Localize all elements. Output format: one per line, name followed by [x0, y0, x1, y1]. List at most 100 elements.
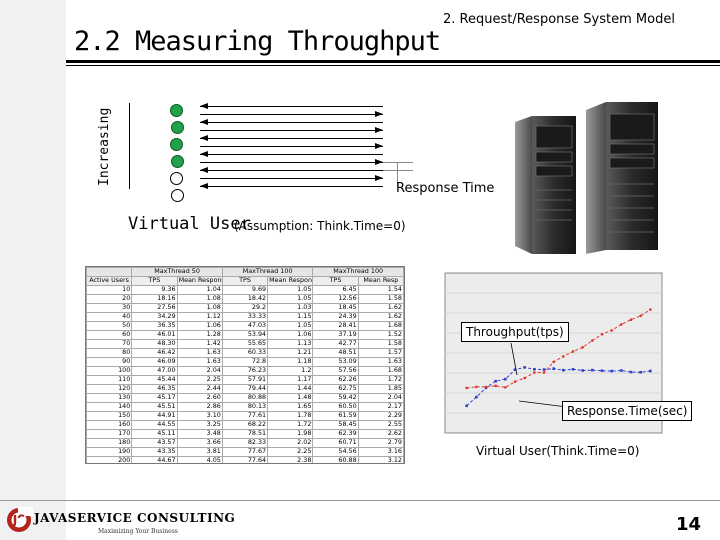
response-time-point [504, 386, 507, 389]
throughput-point [513, 368, 517, 371]
footer-rule [0, 500, 720, 501]
table-cell: 1.2 [267, 366, 314, 376]
table-cell: 1.78 [267, 411, 314, 421]
table-cell: 50 [86, 321, 133, 331]
throughput-point [591, 368, 594, 372]
table-cell: 1.04 [176, 285, 223, 295]
table-cell: 1.06 [267, 330, 314, 340]
table-cell: 1.08 [176, 294, 223, 304]
throughput-point [533, 367, 536, 371]
response-time-marker-top [383, 162, 413, 163]
table-cell: 60 [86, 330, 133, 340]
table-cell: 77.61 [221, 411, 269, 421]
idle-user-dot [170, 172, 183, 185]
table-cell: 18.42 [221, 294, 269, 304]
table-cell: 12.56 [312, 294, 359, 304]
header-rule-thin [66, 65, 720, 66]
header-rule [66, 60, 720, 63]
table-cell: 90 [86, 357, 133, 367]
table-cell: 200 [86, 456, 133, 463]
table-cell: 1.05 [267, 285, 314, 295]
table-column-header: Active Users [86, 276, 133, 286]
table-cell: 58.45 [312, 420, 359, 430]
response-time-point [475, 385, 478, 389]
table-cell: 1.52 [357, 330, 404, 340]
table-cell: 2.38 [267, 456, 314, 463]
table-cell: 45.11 [131, 429, 178, 439]
table-cell: 30 [86, 303, 133, 313]
table-cell: 47.00 [131, 366, 178, 376]
table-cell: 40 [86, 312, 133, 322]
table-cell: 46.01 [131, 330, 178, 340]
server-illustration [515, 102, 658, 254]
table-cell: 1.15 [267, 312, 314, 322]
table-cell: 1.58 [357, 339, 404, 349]
table-column-header: TPS [312, 276, 359, 286]
table-cell: 36.35 [131, 321, 178, 331]
table-cell: 62.26 [312, 375, 359, 385]
assumption-note: (Assumption: Think.Time=0) [234, 219, 406, 233]
table-cell: 3.48 [176, 429, 223, 439]
throughput-point [600, 369, 604, 373]
table-cell: 1.28 [176, 330, 223, 340]
table-cell: 46.09 [131, 357, 178, 367]
throughput-point [649, 369, 652, 373]
table-cell: 2.55 [357, 420, 404, 430]
response-time-series-line [466, 309, 651, 389]
table-cell: 45.51 [131, 402, 178, 412]
table-cell: 1.03 [267, 303, 314, 313]
response-time-point [552, 360, 555, 364]
table-cell: 1.54 [357, 285, 404, 295]
table-cell: 76.23 [221, 366, 269, 376]
table-cell: 3.66 [176, 438, 223, 448]
table-cell: 20 [86, 294, 133, 304]
table-cell: 1.63 [176, 348, 223, 358]
response-time-point [542, 371, 546, 374]
table-cell: 79.44 [221, 384, 269, 394]
table-cell: 150 [86, 411, 133, 421]
response-time-point [600, 332, 604, 336]
table-cell: 130 [86, 393, 133, 403]
throughput-point [552, 367, 555, 370]
response-time-point [484, 385, 488, 389]
response-time-point [581, 346, 584, 349]
table-cell: 1.05 [267, 294, 314, 304]
throughput-point [620, 369, 623, 372]
table-group-header: MaxThread 100 [312, 267, 404, 277]
table-cell: 110 [86, 375, 133, 385]
table-cell: 28.41 [312, 321, 359, 331]
table-cell: 1.05 [267, 321, 314, 331]
table-cell: 1.72 [357, 375, 404, 385]
table-cell: 1.68 [357, 321, 404, 331]
table-cell: 43.35 [131, 447, 178, 457]
table-cell: 68.22 [221, 420, 269, 430]
table-cell: 3.25 [176, 420, 223, 430]
table-cell: 60.71 [312, 438, 359, 448]
table-group-header: MaxThread 50 [131, 267, 223, 277]
table-cell: 1.98 [267, 429, 314, 439]
table-cell: 140 [86, 402, 133, 412]
table-cell: 1.57 [357, 348, 404, 358]
throughput-point [571, 368, 575, 371]
active-user-dot [170, 138, 183, 151]
table-cell: 54.56 [312, 447, 359, 457]
callout-pointer [518, 400, 568, 408]
increasing-axis-line [129, 103, 130, 189]
table-cell: 53.94 [221, 330, 269, 340]
table-cell: 1.72 [267, 420, 314, 430]
idle-user-dot [171, 189, 184, 202]
table-cell: 120 [86, 384, 133, 394]
table-cell: 55.65 [221, 339, 269, 349]
active-user-dot [171, 155, 184, 168]
slide-title: 2.2 Measuring Throughput [74, 26, 441, 57]
table-cell: 4.05 [176, 456, 223, 463]
table-column-header: TPS [221, 276, 269, 286]
table-cell: 2.86 [176, 402, 223, 412]
chart-x-axis-label: Virtual User(Think.Time=0) [476, 444, 640, 458]
table-cell: 34.29 [131, 312, 178, 322]
